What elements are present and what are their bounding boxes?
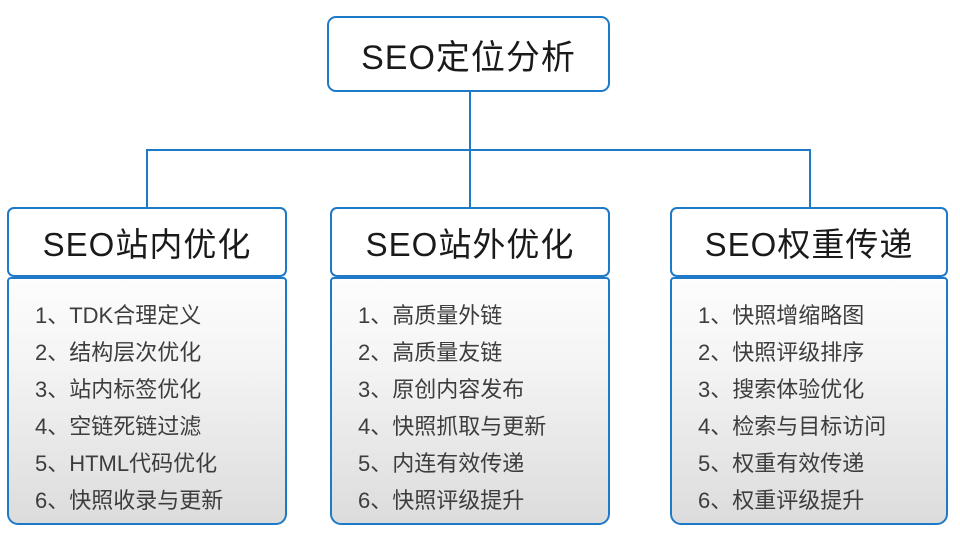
list-item: 6、权重评级提升 [698, 488, 865, 513]
list-item: 1、快照增缩略图 [698, 303, 865, 328]
connector-drop-right [809, 149, 811, 207]
root-node-label: SEO定位分析 [361, 38, 576, 77]
list-item: 3、站内标签优化 [35, 377, 202, 402]
connector-horizontal [146, 149, 811, 151]
branch-weight-list: 1、快照增缩略图 2、快照评级排序 3、搜索体验优化 4、检索与目标访问 5、权… [670, 277, 948, 525]
list-item: 4、检索与目标访问 [698, 414, 887, 439]
branch-onsite-list: 1、TDK合理定义 2、结构层次优化 3、站内标签优化 4、空链死链过滤 5、H… [7, 277, 287, 525]
list-item: 5、权重有效传递 [698, 451, 865, 476]
list-item: 2、快照评级排序 [698, 340, 865, 365]
branch-weight: SEO权重传递 1、快照增缩略图 2、快照评级排序 3、搜索体验优化 4、检索与… [670, 207, 948, 525]
branch-onsite-header: SEO站内优化 [7, 207, 287, 277]
connector-root-stem [469, 92, 471, 150]
list-item: 1、TDK合理定义 [35, 303, 202, 328]
branch-offsite: SEO站外优化 1、高质量外链 2、高质量友链 3、原创内容发布 4、快照抓取与… [330, 207, 610, 525]
list-item: 2、结构层次优化 [35, 340, 202, 365]
list-item: 5、内连有效传递 [358, 451, 525, 476]
list-item: 2、高质量友链 [358, 340, 503, 365]
branch-weight-header: SEO权重传递 [670, 207, 948, 277]
root-node: SEO定位分析 [327, 16, 610, 92]
list-item: 3、原创内容发布 [358, 377, 525, 402]
list-item: 5、HTML代码优化 [35, 451, 218, 476]
branch-onsite: SEO站内优化 1、TDK合理定义 2、结构层次优化 3、站内标签优化 4、空链… [7, 207, 287, 525]
list-item: 6、快照评级提升 [358, 488, 525, 513]
list-item: 4、空链死链过滤 [35, 414, 202, 439]
branch-weight-title: SEO权重传递 [704, 226, 914, 263]
branch-offsite-list: 1、高质量外链 2、高质量友链 3、原创内容发布 4、快照抓取与更新 5、内连有… [330, 277, 610, 525]
connector-drop-center [469, 149, 471, 207]
connector-drop-left [146, 149, 148, 207]
list-item: 6、快照收录与更新 [35, 488, 224, 513]
branch-offsite-title: SEO站外优化 [365, 226, 575, 263]
list-item: 3、搜索体验优化 [698, 377, 865, 402]
branch-onsite-title: SEO站内优化 [42, 226, 252, 263]
branch-offsite-header: SEO站外优化 [330, 207, 610, 277]
list-item: 4、快照抓取与更新 [358, 414, 547, 439]
list-item: 1、高质量外链 [358, 303, 503, 328]
